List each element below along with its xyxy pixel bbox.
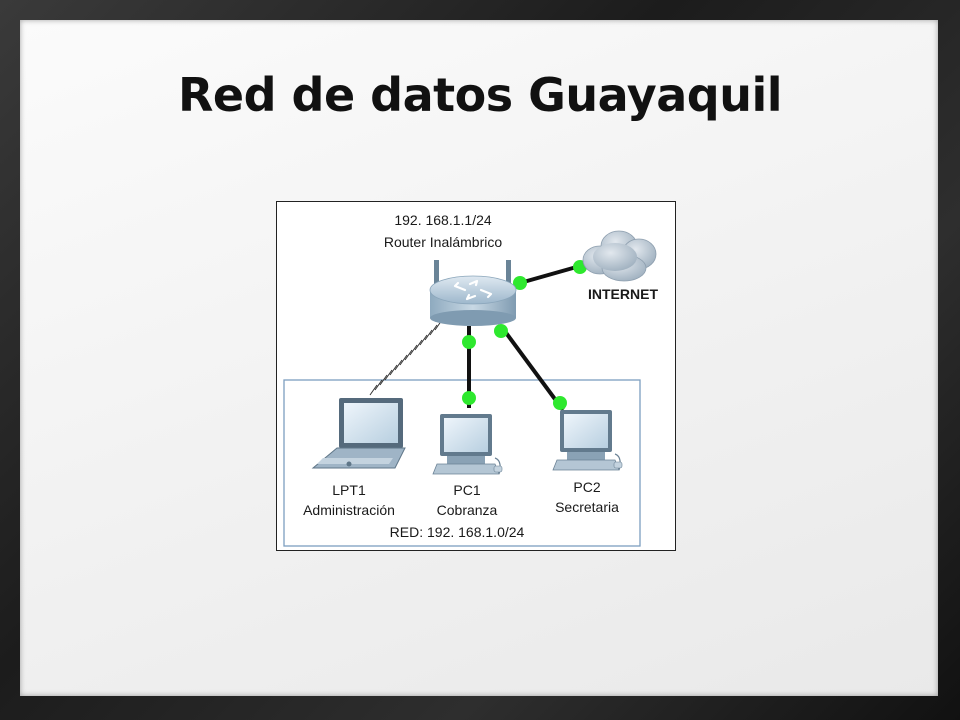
desktop-pc-icon — [432, 414, 503, 475]
network-diagram-canvas — [283, 230, 657, 547]
lan-boundary — [283, 379, 641, 547]
link-router-internet — [519, 264, 581, 285]
link-status-dots — [462, 260, 587, 410]
router-ip-label: 192. 168.1.1/24 — [394, 212, 492, 228]
pc1-name-label: PC1 — [453, 482, 481, 498]
router-name-label: Router Inalámbrico — [383, 234, 503, 250]
pc2-role-label: Secretaria — [555, 499, 619, 515]
network-address-label: RED: 192. 168.1.0/24 — [389, 524, 525, 540]
pc1-role-label: Cobranza — [436, 502, 498, 518]
network-diagram: 192. 168.1.1/24 Router Inalámbrico INTER… — [276, 201, 676, 551]
link-router-pc2 — [499, 324, 565, 412]
lpt1-role-label: Administración — [303, 502, 395, 518]
internet-label: INTERNET — [588, 286, 658, 302]
cloud-icon — [582, 230, 657, 282]
desktop-pc-icon — [552, 410, 623, 471]
laptop-icon — [311, 398, 406, 469]
pc2-name-label: PC2 — [573, 479, 601, 495]
wireless-router-icon — [429, 260, 517, 326]
lpt1-name-label: LPT1 — [332, 482, 366, 498]
slide-title: Red de datos Guayaquil — [177, 68, 783, 122]
wireless-link-lpt1 — [369, 319, 443, 396]
